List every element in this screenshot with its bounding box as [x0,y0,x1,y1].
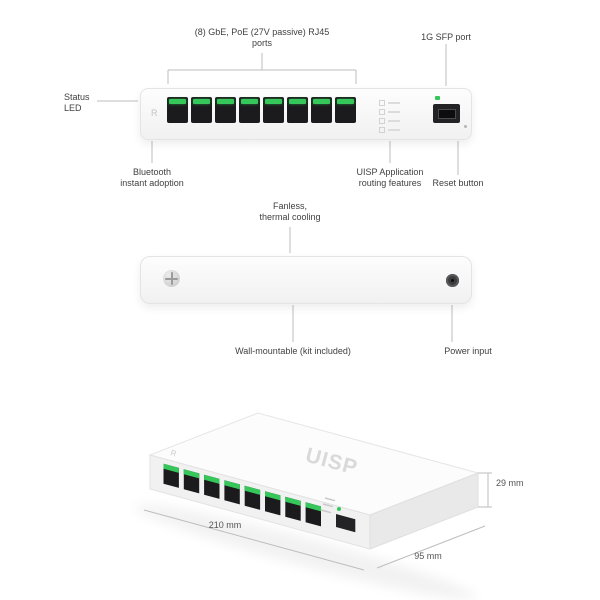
sfp-port [433,104,460,123]
indicator-label-mark [388,102,400,104]
port-led-3d [265,491,281,501]
port-led-3d [224,480,240,490]
callout-wall-mount-label: Wall-mountable (kit included) [235,346,351,356]
dim-width-line [143,509,365,571]
port-led-green [241,99,258,104]
port-led-3d [285,496,301,506]
callout-reset-label: Reset button [432,178,484,188]
status-indicators [379,100,400,136]
indicator-dot [379,100,385,106]
rj45-port [335,97,356,123]
dim-depth-line [376,525,486,569]
port-led-green [193,99,210,104]
front-panel-device: R [140,88,472,140]
rj45-port-row [167,97,356,123]
callout-sfp-label: 1G SFP port [421,32,471,42]
side-panel-device [140,256,472,304]
power-input-port [446,274,459,287]
mount-screw [163,270,180,287]
callout-ports-label: (8) GbE, PoE (27V passive) RJ45 ports [194,27,330,48]
port-led-3d [305,502,321,512]
port-led-3d [163,463,179,473]
device-3d: R UISP [133,412,480,600]
rj45-port [239,97,260,123]
status-indicator-row [379,100,400,106]
rj45-ports-3d [163,463,321,527]
port-led-green [337,99,354,104]
dim-depth-label: 95 mm [414,551,442,561]
port-led-3d [183,469,200,479]
callout-fanless-label: Fanless, thermal cooling [259,201,321,222]
port-led-green [289,99,306,104]
dim-height-line [478,472,492,508]
rj45-port [287,97,308,123]
rj45-port [311,97,332,123]
dim-width-label: 210 mm [208,520,242,530]
callout-status-led-label: Status LED [64,92,90,113]
sfp-led-3d [337,507,341,511]
rj45-port [215,97,236,123]
callout-uisp-app-label: UISP Application routing features [356,167,424,188]
power-input-pin [451,279,454,282]
callout-bracket-ports [167,53,357,84]
sfp-slot [438,109,456,119]
status-indicator-row [379,109,400,115]
indicator-dot [379,109,385,115]
rj45-port [167,97,188,123]
port-led-green [265,99,282,104]
port-led-green [313,99,330,104]
port-led-3d [204,474,220,484]
callout-power-label: Power input [444,346,492,356]
device-3d-shadow [133,503,477,600]
sfp-port-3d [336,514,356,533]
rj45-port [191,97,212,123]
ubiquiti-logo: R [151,108,158,118]
sfp-led-green [435,96,440,100]
ubiquiti-logo-3d: R [169,448,177,458]
callout-bluetooth-label: Bluetooth instant adoption [120,167,184,188]
indicator-dot [379,127,385,133]
port-led-green [217,99,234,104]
status-indicators-3d [320,497,336,514]
indicator-dot [379,118,385,124]
port-led-green [169,99,186,104]
port-led-3d [244,485,261,495]
screw-slot-vertical [170,272,173,285]
reset-button-hole [464,125,467,128]
indicator-label-mark [388,120,400,122]
status-indicator-row [379,118,400,124]
dim-height-label: 29 mm [496,478,524,488]
status-indicator-row [379,127,400,133]
indicator-label-mark [388,111,400,113]
indicator-label-mark [388,129,400,131]
rj45-port [263,97,284,123]
